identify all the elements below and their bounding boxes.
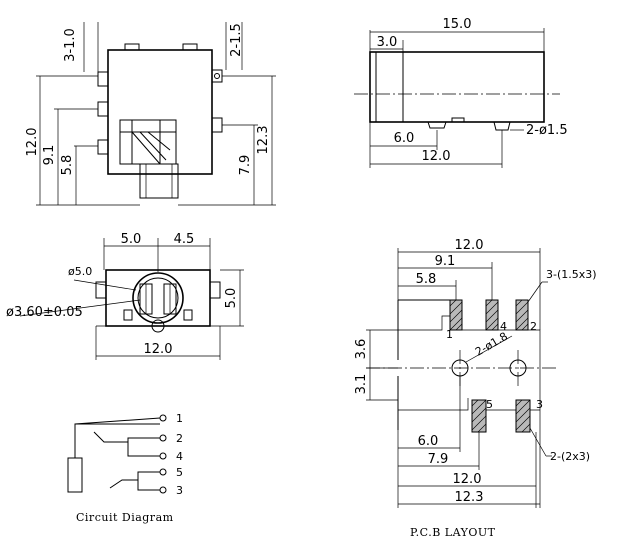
dim-6-0-side: 6.0 <box>394 131 415 146</box>
circuit-pin-3: 3 <box>176 484 183 497</box>
dim-5-8-pcb: 5.8 <box>416 272 437 287</box>
circuit-line-1 <box>74 423 160 458</box>
side-view-body <box>369 51 545 123</box>
dim-4-5: 4.5 <box>174 232 195 247</box>
top-view: 12.0 9.1 5.8 3-1.0 2-1.5 7.9 12.3 <box>25 22 276 206</box>
dim-dia-5-0: ø5.0 <box>68 265 92 278</box>
dim-9-1: 9.1 <box>42 145 57 166</box>
circuit-line-4 <box>127 442 160 457</box>
dim-5-0-top: 5.0 <box>121 232 142 247</box>
dim-12-0-left: 12.0 <box>25 128 40 157</box>
dim-12-0-pcb-bottom: 12.0 <box>453 472 482 487</box>
circuit-pin-5: 5 <box>176 466 183 479</box>
pad-1 <box>449 299 463 331</box>
dim-3-1: 3.1 <box>354 374 369 395</box>
dim-2-2x3: 2-(2x3) <box>550 450 590 463</box>
circuit-line-5 <box>109 471 160 489</box>
dim-12-0-side: 12.0 <box>422 149 451 164</box>
dim-12-3: 12.3 <box>256 126 271 155</box>
dim-7-9-pcb: 7.9 <box>428 452 449 467</box>
dim-3-1-0: 3-1.0 <box>63 28 78 62</box>
dim-2-1-5: 2-1.5 <box>229 23 244 57</box>
pad-2 <box>515 299 529 331</box>
dim-2-dia-1-5: 2-ø1.5 <box>526 123 568 138</box>
pad-5 <box>471 399 487 433</box>
pcb-pin-4: 4 <box>500 320 507 333</box>
dim-6-0-pcb: 6.0 <box>418 434 439 449</box>
dim-15-0: 15.0 <box>443 17 472 32</box>
circuit-line-3 <box>137 480 160 491</box>
circuit-line-2 <box>93 431 160 443</box>
dim-12-0-front: 12.0 <box>144 342 173 357</box>
circuit-pin-2: 2 <box>176 432 183 445</box>
front-view: 5.0 4.5 ø5.0 ø3.60±0.05 5.0 12.0 <box>6 232 244 360</box>
dim-12-0-pcb-top: 12.0 <box>455 238 484 253</box>
dim-12-3-pcb: 12.3 <box>455 490 484 505</box>
circuit-diagram: 1 2 4 5 3 Circuit Diagram <box>67 412 183 524</box>
dim-5-8: 5.8 <box>60 155 75 176</box>
dim-2-dia-1-8: 2-ø1.8 <box>473 330 510 359</box>
circuit-pin-1: 1 <box>176 412 183 425</box>
pcb-pin-3: 3 <box>536 398 543 411</box>
pad-4 <box>485 299 499 331</box>
pcb-caption: P.C.B LAYOUT <box>410 526 496 539</box>
dim-dia-3-60: ø3.60±0.05 <box>6 305 83 320</box>
pad-3 <box>515 399 531 433</box>
pcb-pin-5: 5 <box>486 398 493 411</box>
dim-3-6: 3.6 <box>354 339 369 360</box>
dim-7-9: 7.9 <box>238 155 253 176</box>
pcb-pin-1: 1 <box>446 328 453 341</box>
pcb-pin-2: 2 <box>530 320 537 333</box>
pcb-hole-right <box>509 359 527 377</box>
circuit-caption: Circuit Diagram <box>76 511 174 524</box>
circuit-plug <box>67 457 83 493</box>
pcb-layout: 1 4 2 5 3 12.0 9.1 5.8 3-(1.5x3) 3.6 3.1… <box>354 238 597 539</box>
side-view: 15.0 3.0 6.0 12.0 2-ø1.5 <box>354 17 568 168</box>
circuit-pin-4: 4 <box>176 450 183 463</box>
dim-3-0: 3.0 <box>377 35 398 50</box>
dim-5-0-right: 5.0 <box>224 288 239 309</box>
dim-3-1-5x3: 3-(1.5x3) <box>546 268 597 281</box>
dim-9-1-pcb: 9.1 <box>435 254 456 269</box>
